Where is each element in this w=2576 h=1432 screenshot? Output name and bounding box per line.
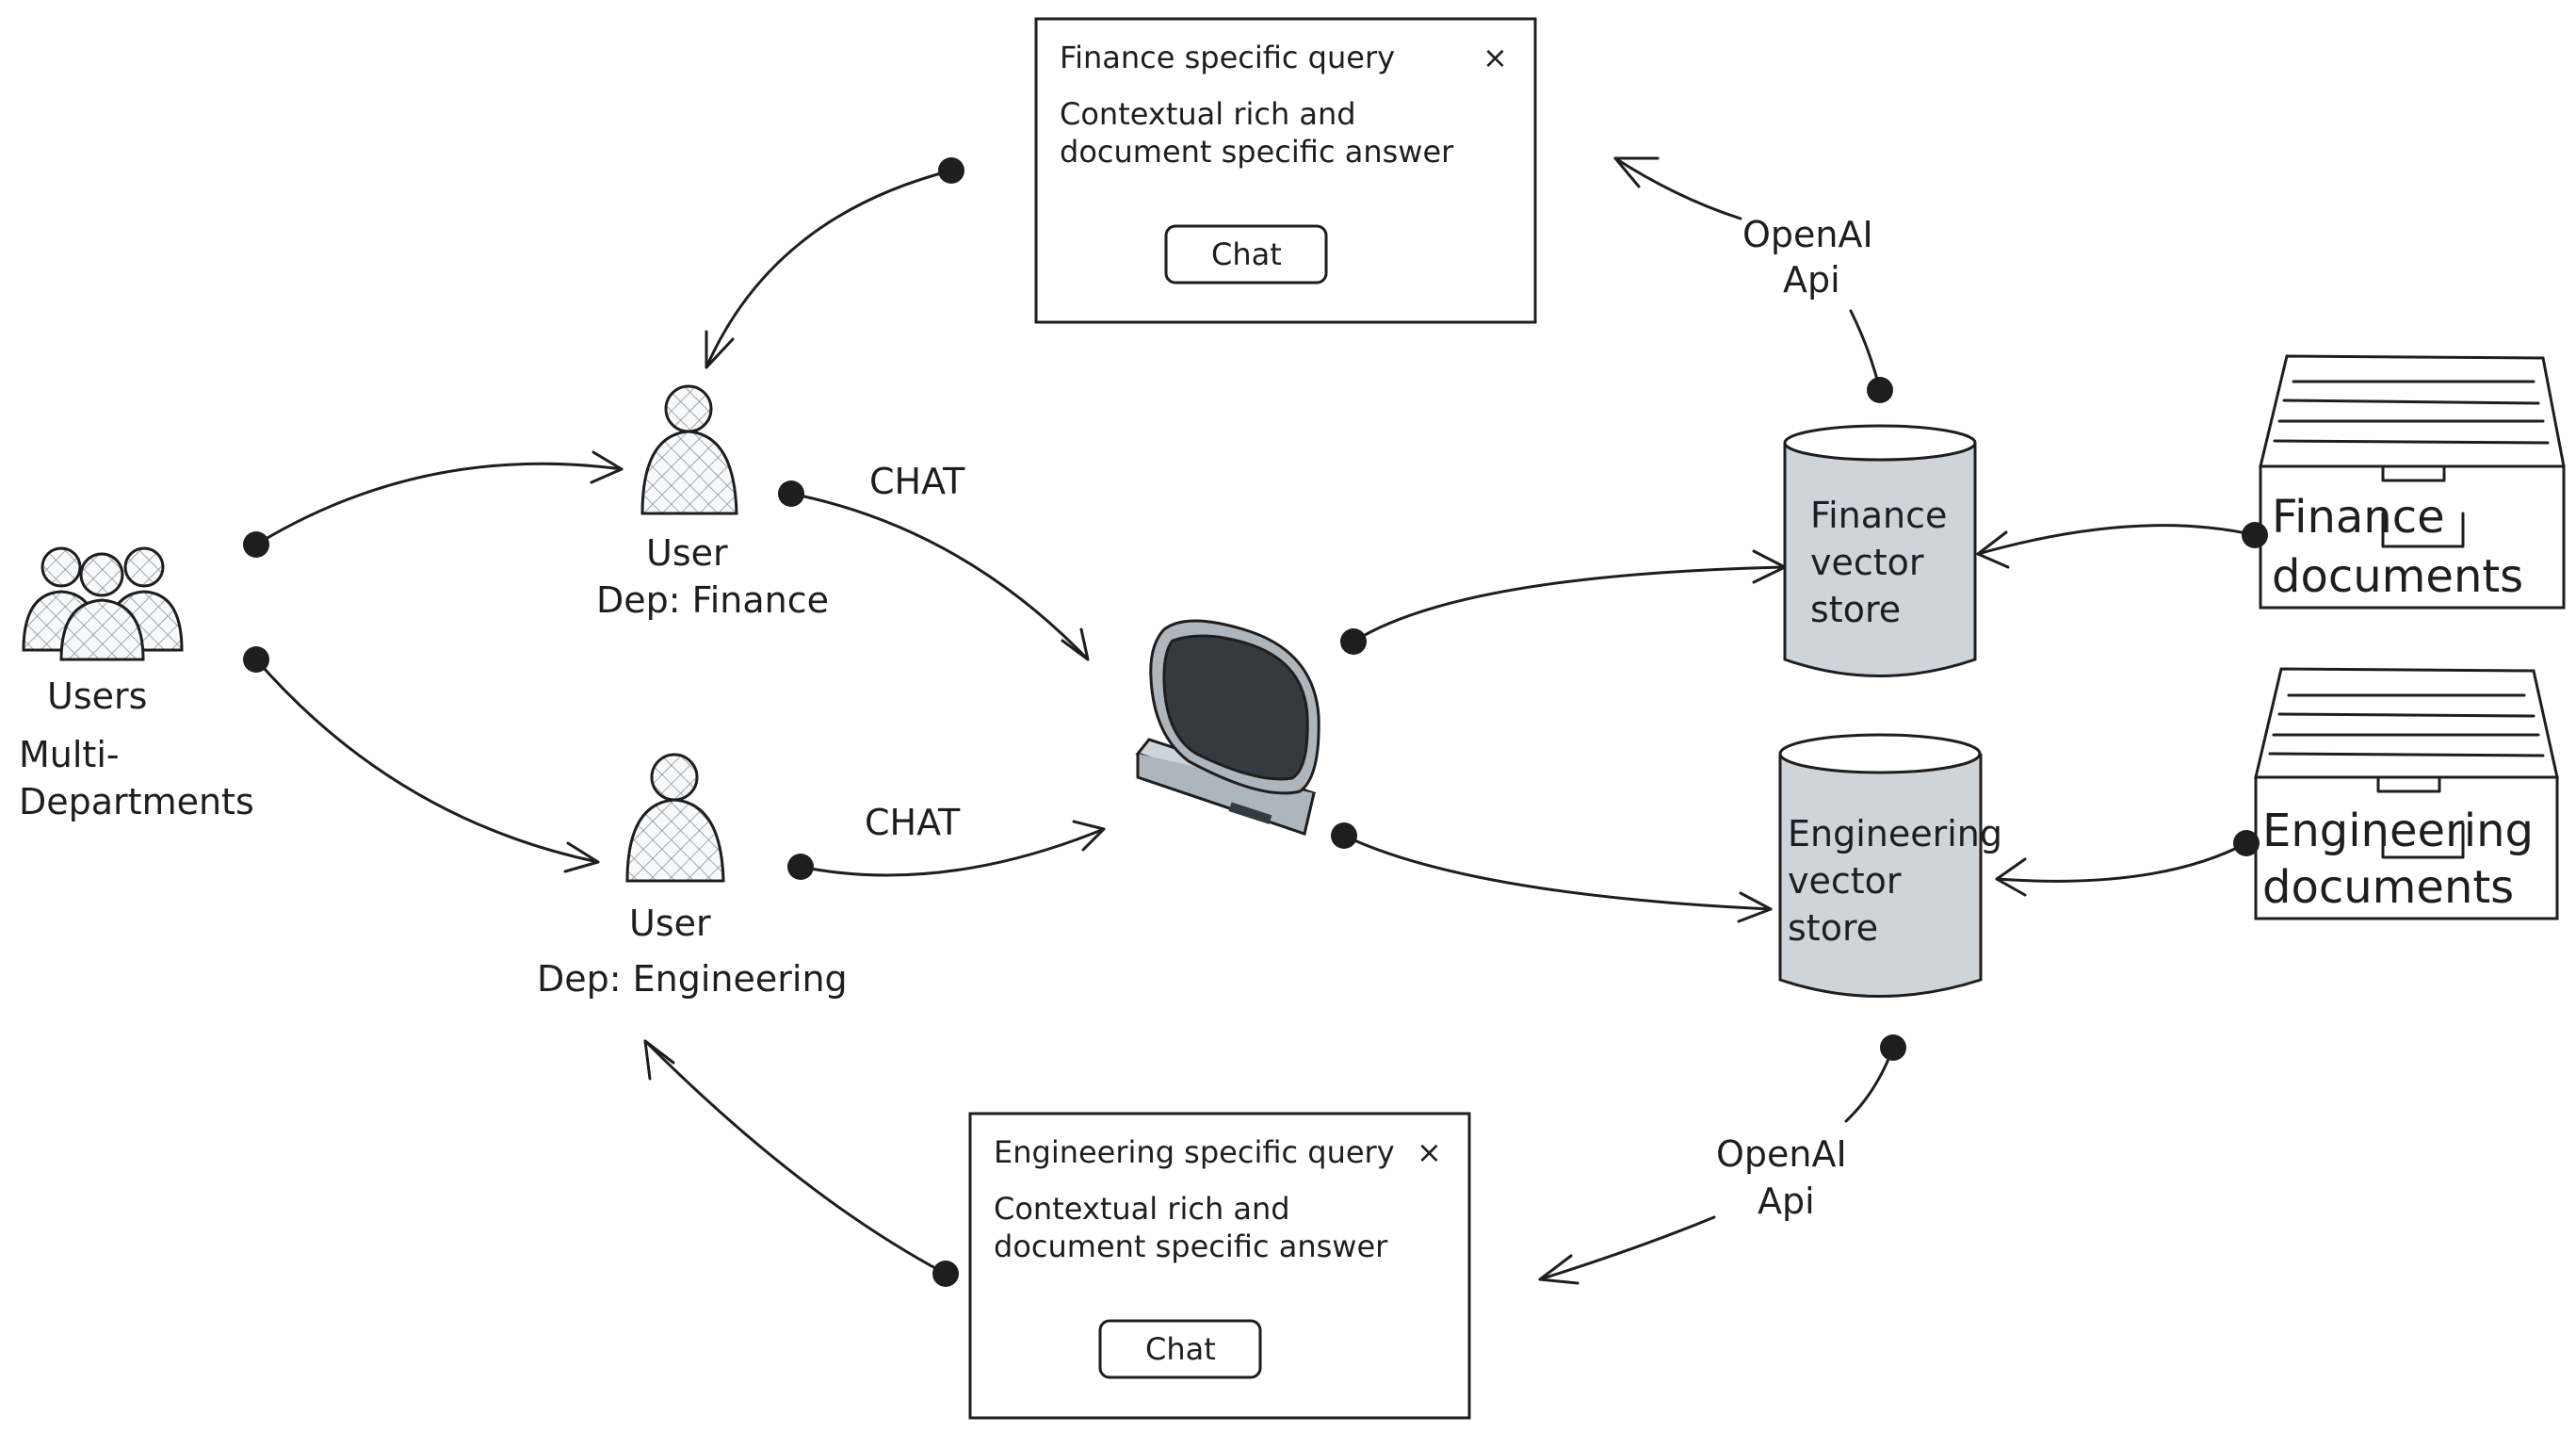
engineering-docs-line1: Engineering [2262,805,2534,857]
arrow-users-to-finance [254,462,624,546]
finance-chat-button-label: Chat [1211,236,1282,272]
openai-top-line2: Api [1783,259,1840,301]
arrow-openai-to-finance-dialog [1613,156,1742,220]
arrow-finance-dialog-to-user [705,169,953,369]
chat-label-finance: CHAT [869,461,965,502]
user-finance-label: User [646,532,728,574]
close-icon[interactable]: × [1482,40,1508,75]
chat-label-engineering: CHAT [865,802,961,843]
engineering-chat-button-label: Chat [1145,1331,1216,1367]
finance-store-line3: store [1810,589,1901,630]
arrowhead [643,1039,675,1081]
arrow-finance-docs-to-store [1976,524,2257,556]
computer-icon [1135,619,1320,836]
arrow-users-to-engineering [254,658,600,864]
arrow-finance-chat [789,492,1090,661]
file-cabinet-icon [2259,354,2566,610]
arrow-openai-bottom-stem [1844,1046,1895,1123]
arrowhead [563,841,600,873]
finance-dialog-title: Finance specific query [1060,40,1395,75]
arrowhead [1061,627,1090,661]
finance-chat-button[interactable] [1164,224,1328,285]
finance-dialog-body-line1: Contextual rich and [1060,96,1356,132]
finance-query-dialog: Finance specific query × Contextual rich… [1034,17,1537,324]
arrow-openai-top-stem [1849,309,1882,392]
arrow-openai-to-engineering-dialog [1538,1215,1716,1281]
engineering-dialog-body-line1: Contextual rich and [994,1191,1290,1227]
engineering-chat-button[interactable] [1098,1319,1262,1379]
engineering-query-dialog: Engineering specific query × Contextual … [968,1112,1471,1420]
arrow-computer-to-finance-store [1352,565,1787,643]
database-icon [1783,424,1977,677]
arrowhead [1072,820,1106,852]
arrowhead [590,450,624,484]
finance-dialog-body-line2: document specific answer [1060,134,1454,170]
finance-docs-line2: documents [2272,550,2523,603]
engineering-dialog-title: Engineering specific query [994,1134,1395,1170]
users-group-icon [22,546,184,661]
user-icon [640,384,738,515]
arrowhead [1538,1254,1580,1285]
arrowhead [1976,530,2010,569]
engineering-dialog-body-line2: document specific answer [994,1229,1388,1264]
arrow-computer-to-engineering-store [1342,834,1773,911]
arrowhead [1995,857,2027,897]
users-sublabel-line1: Multi- [19,734,120,775]
finance-store-line1: Finance [1810,495,1947,536]
user-finance-dept: Dep: Finance [596,579,829,621]
file-cabinet-icon [2254,667,2559,920]
user-icon [625,753,725,883]
finance-store-line2: vector [1810,542,1924,583]
database-icon [1778,733,1983,998]
openai-bottom-line2: Api [1758,1180,1815,1222]
arrowhead [705,330,735,369]
openai-top-line1: OpenAI [1742,214,1873,255]
engineering-store-line3: store [1788,907,1878,949]
arrow-engineering-chat [799,827,1106,877]
engineering-store-line2: vector [1788,860,1902,902]
user-engineering-label: User [629,903,711,944]
user-engineering-dept: Dep: Engineering [537,958,848,1000]
engineering-docs-line2: documents [2262,861,2514,914]
arrowhead [1737,891,1773,923]
engineering-store-line1: Engineering [1788,813,2002,854]
openai-bottom-line1: OpenAI [1716,1133,1847,1175]
users-label: Users [47,675,147,717]
arrow-engineering-docs-to-store [1995,841,2248,883]
close-icon[interactable]: × [1417,1134,1442,1170]
arrowhead [1613,156,1660,188]
arrow-engineering-dialog-to-user [643,1039,948,1276]
finance-docs-line1: Finance [2272,491,2445,544]
users-sublabel-line2: Departments [19,781,254,822]
